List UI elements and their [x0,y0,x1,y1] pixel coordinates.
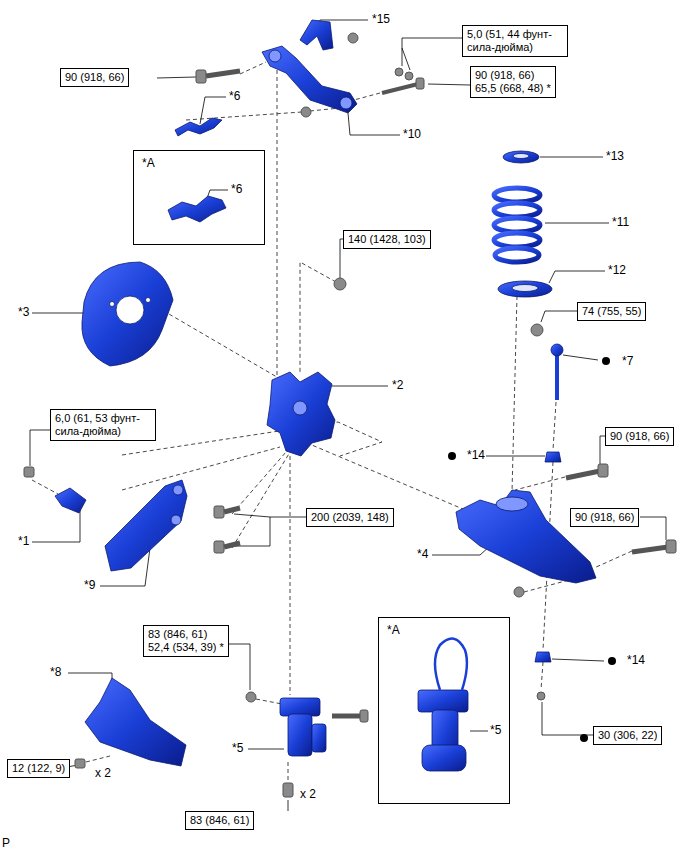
torque-value: 6,0 (61, 53 фунт-сила-дюйма) [55,412,151,438]
callout-number: *3 [18,305,29,319]
torque-value: *A [142,157,256,170]
torque-value: 5,0 (51, 44 фунт-сила-дюйма) [467,28,563,54]
callout-number: x 2 [300,787,316,801]
torque-box: 30 (306, 22) [593,726,662,745]
torque-value: 90 (918, 66) [575,511,634,524]
callout-number: *11 [612,215,629,229]
torque-box: 6,0 (61, 53 фунт-сила-дюйма) [50,409,156,441]
callout-number: *2 [392,378,403,392]
callout-number: *9 [84,578,95,592]
torque-box: 90 (918, 66) [605,427,674,446]
torque-value: 90 (918, 66) [65,71,124,84]
callout-number: *7 [622,354,633,368]
callout-number: *1 [18,534,29,548]
torque-value: 74 (755, 55) [582,305,641,318]
callout-number: *6 [231,182,242,196]
callout-number: *15 [372,12,390,26]
callout-number: *14 [627,653,645,667]
callout-number: *6 [229,89,240,103]
torque-box: 83 (846, 61)52,4 (534, 39) * [143,625,229,657]
torque-value: 90 (918, 66) [610,430,669,443]
torque-box: 83 (846, 61) [185,811,254,830]
callout-number: *14 [467,448,485,462]
torque-value: 65,5 (668, 48) * [475,82,551,95]
callout-number: *12 [608,263,626,277]
callout-number: x 2 [95,766,111,780]
torque-box: 90 (918, 66) [60,68,129,87]
torque-value: 83 (846, 61) [148,628,224,641]
torque-value: 140 (1428, 103) [348,233,426,246]
torque-value: *A [387,624,501,637]
callout-number: *4 [417,547,428,561]
torque-value: 12 (122, 9) [12,762,65,775]
torque-box: 90 (918, 66) [570,508,639,527]
callout-number: P [2,836,10,850]
torque-box: 140 (1428, 103) [343,230,431,249]
callout-number: *5 [490,723,501,737]
torque-box: 5,0 (51, 44 фунт-сила-дюйма) [462,25,568,57]
torque-box: 12 (122, 9) [7,759,70,778]
inset-frame: *A [378,617,510,804]
torque-value: 30 (306, 22) [598,729,657,742]
torque-box: 74 (755, 55) [577,302,646,321]
callout-number: *5 [232,741,243,755]
torque-value: 83 (846, 61) [190,814,249,827]
torque-value: 200 (2039, 148) [311,511,389,524]
callout-number: *10 [403,127,421,141]
torque-box: 90 (918, 66)65,5 (668, 48) * [470,66,556,98]
inset-frame: *A [133,150,265,245]
callout-number: *8 [50,665,61,679]
torque-value: 52,4 (534, 39) * [148,641,224,654]
torque-value: 90 (918, 66) [475,69,551,82]
callout-number: *13 [606,149,624,163]
torque-box: 200 (2039, 148) [306,508,394,527]
